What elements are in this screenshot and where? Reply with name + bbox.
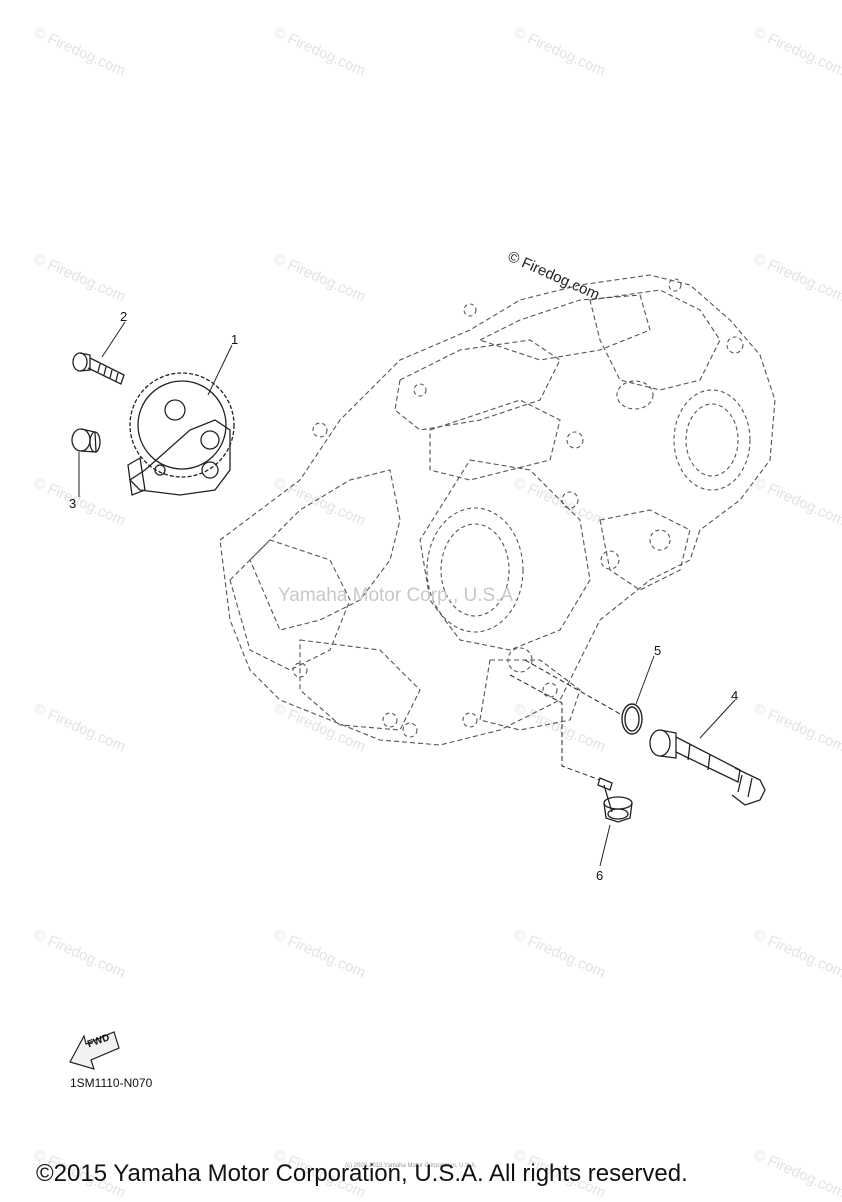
callout-6: 6: [596, 868, 604, 883]
yamaha-watermark: Yamaha Motor Corp., U.S.A.: [278, 585, 519, 606]
callout-5: 5: [654, 643, 662, 658]
oil-strainer-4: [649, 729, 766, 806]
collar-3: [71, 428, 101, 453]
copyright-notice: ©2015 Yamaha Motor Corporation, U.S.A. A…: [36, 1160, 688, 1187]
bolt-6: [597, 777, 633, 823]
callout-1: 1: [231, 332, 239, 347]
fwd-arrow-icon: [69, 1031, 120, 1070]
crankcase-bores: [292, 278, 751, 738]
callout-3: 3: [69, 496, 77, 511]
dash-leaders: [509, 659, 623, 781]
oil-pump: [127, 372, 235, 496]
fine-print: (c) 2003-2015 Yamaha Motor Corporation, …: [345, 1163, 477, 1169]
o-ring-5: [621, 703, 643, 735]
crankcase-outline: [219, 274, 776, 746]
callout-4: 4: [731, 688, 739, 703]
diagram-code: 1SM1110-N070: [70, 1076, 153, 1090]
leader-lines: [78, 321, 736, 867]
callout-2: 2: [120, 309, 128, 324]
bolt-2: [72, 352, 125, 385]
